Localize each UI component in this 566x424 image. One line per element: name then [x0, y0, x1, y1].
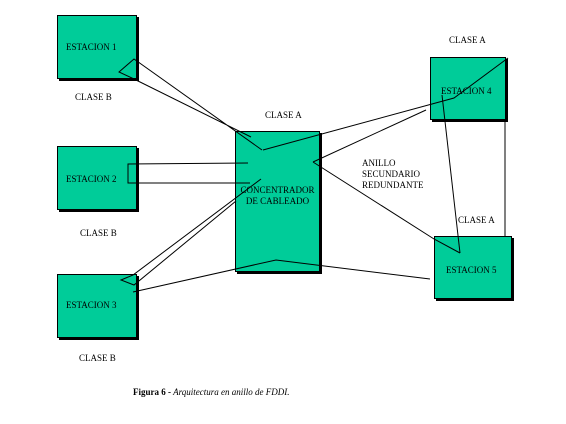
estacion-3-class: CLASE B [79, 353, 116, 363]
estacion-4-box [430, 57, 506, 120]
anillo-secundario-note: ANILLO SECUNDARIO REDUNDANTE [362, 158, 424, 191]
estacion-1-class: CLASE B [75, 92, 112, 102]
estacion-1-box [57, 15, 137, 79]
link-estacion4-b [312, 109, 427, 163]
estacion-4-label: ESTACION 4 [441, 86, 492, 96]
estacion-5-label: ESTACION 5 [446, 265, 497, 275]
link-est4-est5 [441, 94, 461, 254]
link-estacion5 [312, 161, 461, 254]
concentrador-class: CLASE A [265, 110, 302, 120]
link-estacion3-b [132, 259, 431, 293]
concentrador-label: CONCENTRADOR DE CABLEADO [235, 185, 320, 207]
estacion-4-class: CLASE A [449, 35, 486, 45]
estacion-2-box [57, 146, 137, 210]
ring-note-line2: SECUNDARIO [362, 169, 421, 179]
ring-note-line3: REDUNDANTE [362, 180, 424, 190]
estacion-1-label: ESTACION 1 [66, 42, 117, 52]
estacion-3-label: ESTACION 3 [66, 300, 117, 310]
estacion-3-box [57, 274, 137, 338]
estacion-5-class: CLASE A [458, 215, 495, 225]
estacion-2-label: ESTACION 2 [66, 174, 117, 184]
link-estacion2 [127, 162, 250, 184]
caption-text: Arquitectura en anillo de FDDI. [171, 387, 290, 397]
figure-caption: Figura 6 - Arquitectura en anillo de FDD… [133, 387, 289, 397]
link-estacion3-a [119, 178, 262, 286]
ring-note-line1: ANILLO [362, 158, 396, 168]
concentrador-box [235, 131, 320, 272]
concentrador-line1: CONCENTRADOR [240, 185, 315, 195]
link-estacion4 [262, 57, 509, 151]
link-estacion1 [118, 58, 263, 151]
caption-label: Figura 6 - [133, 387, 171, 397]
concentrador-line2: DE CABLEADO [245, 196, 310, 206]
estacion-2-class: CLASE B [80, 228, 117, 238]
